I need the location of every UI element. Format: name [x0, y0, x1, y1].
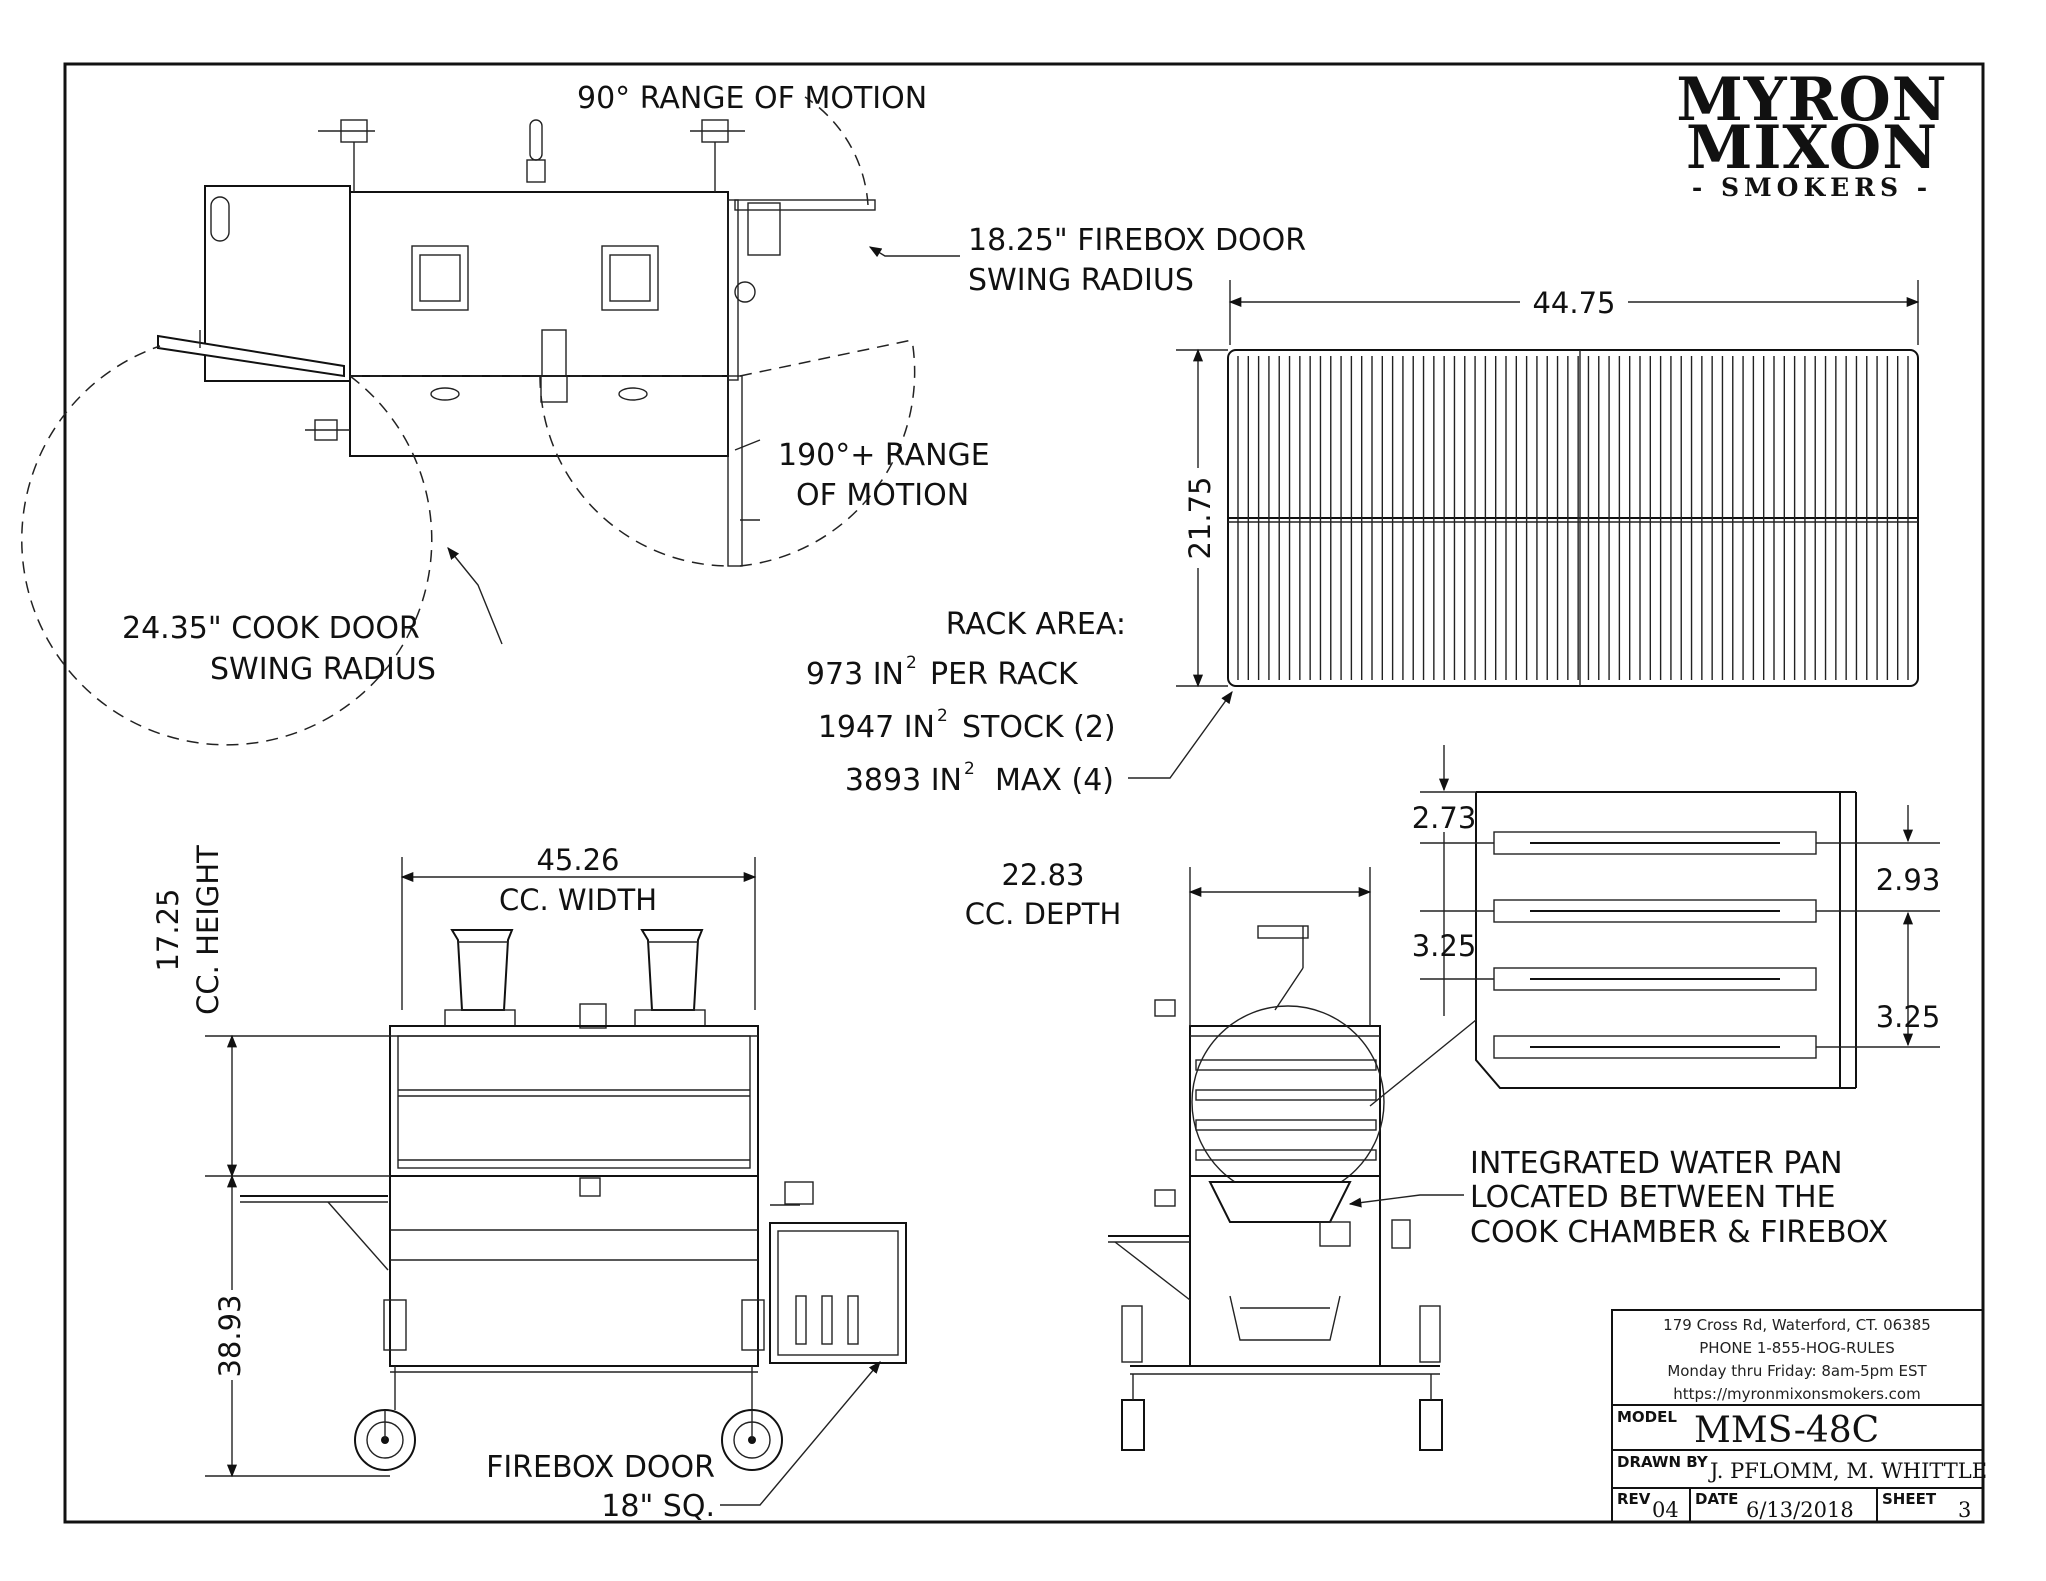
range-90-label: 90° RANGE OF MOTION: [577, 81, 927, 116]
rack-gap-top: 2.73: [1412, 801, 1477, 835]
rack-width-value: 44.75: [1532, 286, 1615, 320]
rack-gap-right-bottom: 3.25: [1876, 1000, 1941, 1034]
firebox-swing-label-2: SWING RADIUS: [968, 263, 1194, 298]
tb-model-label: MODEL: [1617, 1408, 1677, 1426]
tb-model-value: MMS-48C: [1694, 1410, 1879, 1451]
rack-area-leader: [1128, 690, 1233, 779]
water-pan-label-3: COOK CHAMBER & FIREBOX: [1470, 1215, 1888, 1250]
firebox-door-label-2: 18" SQ.: [601, 1489, 715, 1524]
cc-height-value: 17.25: [151, 888, 185, 971]
rack-line1-num: 973 IN: [806, 657, 904, 692]
range-190-label-2: OF MOTION: [796, 478, 969, 513]
logo-line2: MIXON: [1686, 113, 1938, 183]
rack-depth-value: 21.75: [1183, 476, 1217, 559]
tb-phone: PHONE 1-855-HOG-RULES: [1699, 1339, 1894, 1357]
rack-gap-right-top: 2.93: [1876, 863, 1941, 897]
tb-rev-label: REV: [1617, 1490, 1651, 1508]
logo-line3: - SMOKERS -: [1692, 173, 1932, 202]
sheet-border: [63, 62, 1985, 1524]
cook-swing-label-1: 24.35" COOK DOOR: [122, 611, 420, 646]
title-block: 179 Cross Rd, Waterford, CT. 06385 PHONE…: [1611, 1309, 1987, 1523]
rack-line3-rest: MAX (4): [995, 763, 1114, 798]
rack-area-line-2: 1947 IN 2 STOCK (2): [818, 706, 1116, 745]
rack-line3-num: 3893 IN: [845, 763, 962, 798]
tb-sheet-label: SHEET: [1882, 1490, 1937, 1508]
water-pan-label-1: INTEGRATED WATER PAN: [1470, 1146, 1843, 1181]
rack-line1-sup: 2: [906, 653, 917, 673]
tb-date-label: DATE: [1695, 1490, 1738, 1508]
firebox-door-label-1: FIREBOX DOOR: [486, 1450, 715, 1485]
water-pan-leader: [1348, 1194, 1464, 1208]
rack-gap-a: 3.25: [1412, 929, 1477, 963]
cc-depth-label: CC. DEPTH: [965, 897, 1122, 931]
rack-line2-rest: STOCK (2): [962, 710, 1116, 745]
rack-area-title: RACK AREA:: [946, 607, 1126, 642]
rack-area-line-3: 3893 IN 2 MAX (4): [845, 759, 1114, 798]
cc-width-value: 45.26: [536, 843, 619, 877]
rack-area-line-1: 973 IN 2 PER RACK: [806, 653, 1079, 692]
cc-width-label: CC. WIDTH: [499, 883, 657, 917]
tb-drawn-by-value: J. PFLOMM, M. WHITTLE: [1708, 1459, 1987, 1483]
water-pan-label-2: LOCATED BETWEEN THE: [1470, 1180, 1836, 1215]
brand-logo: MYRON MIXON - SMOKERS -: [1676, 65, 1947, 202]
firebox-swing-label-1: 18.25" FIREBOX DOOR: [968, 223, 1306, 258]
tb-drawn-by-label: DRAWN BY: [1617, 1453, 1709, 1471]
cc-depth-value: 22.83: [1001, 858, 1084, 892]
overall-height-value: 38.93: [213, 1294, 247, 1377]
cook-swing-label-2: SWING RADIUS: [210, 652, 436, 687]
top-view-drawing: [21, 96, 916, 746]
rack-line2-sup: 2: [937, 706, 948, 726]
tb-hours: Monday thru Friday: 8am-5pm EST: [1667, 1362, 1927, 1380]
rack-line1-rest: PER RACK: [930, 657, 1079, 692]
cook-swing-leader: [447, 547, 503, 645]
side-view-drawing: [1108, 925, 1443, 1451]
logo-line1: MYRON: [1676, 65, 1947, 135]
rack-plan-drawing: [1227, 349, 1919, 687]
front-view-drawing: [240, 929, 907, 1471]
cc-height-label: CC. HEIGHT: [191, 845, 225, 1015]
tb-rev-value: 04: [1652, 1498, 1679, 1522]
tb-address: 179 Cross Rd, Waterford, CT. 06385: [1663, 1316, 1931, 1334]
firebox-swing-leader: [868, 246, 960, 258]
range-190-label-1: 190°+ RANGE: [778, 438, 990, 473]
firebox-door-leader: [720, 1361, 881, 1506]
tb-date-value: 6/13/2018: [1746, 1498, 1854, 1522]
tb-website: https://myronmixonsmokers.com: [1673, 1385, 1920, 1403]
rack-line3-sup: 2: [964, 759, 975, 779]
tb-sheet-value: 3: [1958, 1498, 1971, 1522]
rack-line2-num: 1947 IN: [818, 710, 935, 745]
